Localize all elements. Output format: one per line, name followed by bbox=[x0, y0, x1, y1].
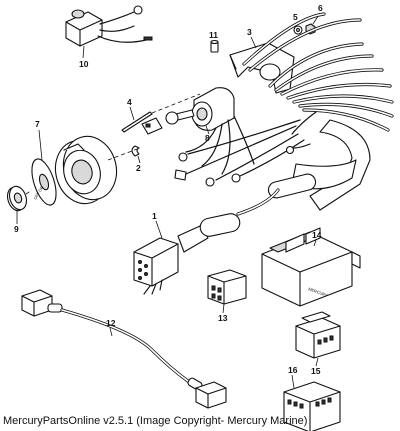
callout-16: 16 bbox=[288, 365, 298, 375]
part-2-clip[interactable] bbox=[131, 145, 140, 157]
callout-15: 15 bbox=[311, 366, 321, 376]
part-12-extension-harness[interactable] bbox=[21, 289, 227, 409]
switch-housing[interactable] bbox=[48, 130, 141, 210]
callout-1: 1 bbox=[152, 211, 157, 221]
part-9-nut[interactable] bbox=[5, 184, 33, 213]
callout-13: 13 bbox=[218, 313, 228, 323]
callout-6: 6 bbox=[318, 3, 323, 13]
part-15-connector[interactable] bbox=[295, 311, 341, 359]
part-5-washer[interactable] bbox=[293, 25, 303, 35]
image-caption: MercuryPartsOnline v2.5.1 (Image Copyrig… bbox=[3, 415, 308, 427]
part-13-small-connector[interactable] bbox=[207, 269, 247, 305]
wire-harness-fan bbox=[242, 12, 394, 132]
callout-7: 7 bbox=[35, 119, 40, 129]
part-14-connector-module[interactable]: MERCURY bbox=[261, 227, 361, 307]
callout-3: 3 bbox=[247, 27, 252, 37]
svg-text:MERCURY: MERCURY bbox=[308, 286, 329, 298]
wire-terminals bbox=[174, 111, 317, 187]
callout-2: 2 bbox=[136, 163, 141, 173]
part-10-lanyard-switch[interactable] bbox=[65, 5, 153, 47]
callout-9: 9 bbox=[14, 224, 19, 234]
part-1-connector-plug[interactable] bbox=[133, 188, 280, 295]
svg-text:OFF ON: OFF ON bbox=[33, 185, 45, 201]
callout-5: 5 bbox=[293, 12, 298, 22]
part-16-connector[interactable] bbox=[283, 381, 341, 431]
harness-sheath bbox=[267, 119, 371, 211]
part-11-bushing[interactable] bbox=[210, 39, 219, 53]
callout-14: 14 bbox=[312, 230, 322, 240]
callout-8: 8 bbox=[205, 133, 210, 143]
callout-4: 4 bbox=[127, 97, 132, 107]
callout-10: 10 bbox=[79, 59, 89, 69]
callout-12: 12 bbox=[106, 318, 116, 328]
part-7-plate[interactable]: OFF ON bbox=[27, 156, 61, 208]
callout-11: 11 bbox=[209, 30, 218, 40]
part-4-pin[interactable] bbox=[121, 93, 201, 133]
part-8-ignition-switch[interactable] bbox=[141, 87, 255, 175]
